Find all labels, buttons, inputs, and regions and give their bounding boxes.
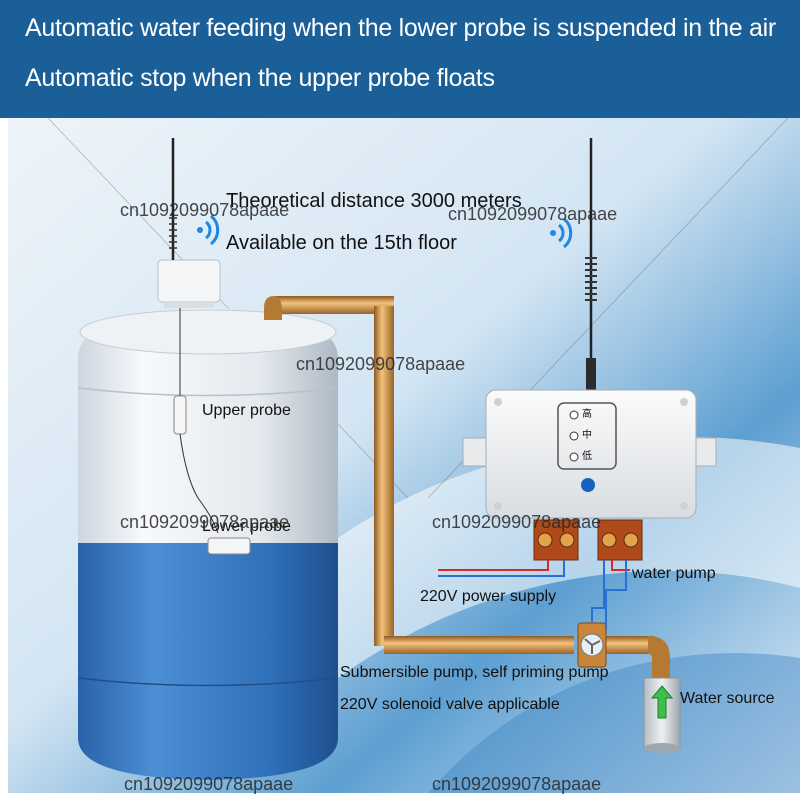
watermark: cn1092099078apaae: [120, 512, 290, 532]
watermark: cn1092099078apaae: [432, 512, 602, 532]
scene-graphic: [8, 118, 800, 793]
header-banner: Automatic water feeding when the lower p…: [0, 0, 800, 118]
watermark: cn1092099078apaae: [120, 200, 290, 220]
antenna-icon-2: [585, 138, 597, 392]
watermark: cn1092099078apaae: [296, 354, 466, 374]
water-source-label: Water source: [680, 690, 775, 707]
wifi-signal-icon-2: [550, 217, 573, 249]
up-arrow-icon: [650, 685, 674, 719]
level-mid-label: 中: [582, 430, 592, 441]
level-high-label: 高: [582, 409, 592, 420]
terminal-blocks: [533, 519, 643, 561]
watermark: cn1092099078apaae: [448, 204, 618, 224]
water-pump-label: water pump: [632, 565, 716, 582]
solenoid-valve: [577, 622, 607, 668]
watermark: cn1092099078apaae: [432, 774, 602, 794]
header-line-1: Automatic water feeding when the lower p…: [25, 14, 776, 42]
blue-swirl: [428, 653, 800, 793]
copper-pipe: [264, 296, 670, 678]
watermark: cn1092099078apaae: [124, 774, 294, 794]
illustration: Theoretical distance 3000 meters Availab…: [8, 118, 800, 794]
power-wires: [438, 560, 630, 630]
pump-note-label: Submersible pump, self priming pump: [340, 664, 609, 681]
upper-probe-label: Upper probe: [202, 402, 291, 419]
level-low-label: 低: [582, 451, 592, 462]
controller-box: [462, 389, 717, 519]
antenna-icon: [169, 138, 177, 260]
floor-label: Available on the 15th floor: [226, 232, 457, 254]
wifi-signal-icon: [197, 214, 220, 246]
valve-note-label: 220V solenoid valve applicable: [340, 696, 560, 713]
lower-probe-label: Lower probe: [202, 518, 291, 535]
water-tank: [77, 308, 339, 780]
upper-probe: [173, 395, 187, 435]
distance-label: Theoretical distance 3000 meters: [226, 190, 522, 212]
lower-probe: [207, 537, 251, 555]
power-supply-label: 220V power supply: [420, 588, 557, 605]
tank-transmitter: [157, 259, 221, 308]
header-line-2: Automatic stop when the upper probe floa…: [25, 64, 495, 92]
